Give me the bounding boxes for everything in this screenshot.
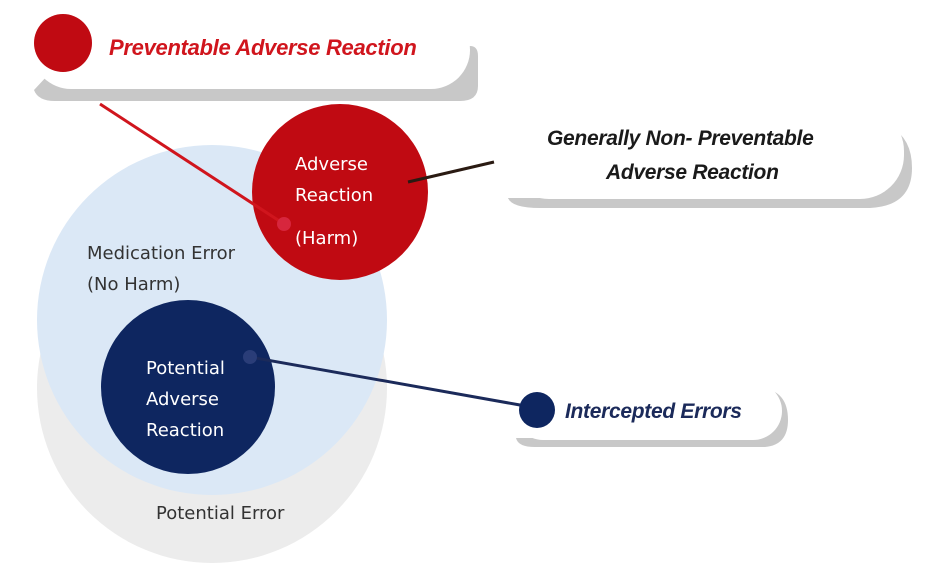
preventable-callout-label: Preventable Adverse Reaction xyxy=(109,35,417,60)
preventable-callout-pill xyxy=(32,11,470,89)
preventable-connector-dot xyxy=(277,217,291,231)
potential-adverse-label-line3: Reaction xyxy=(146,420,225,441)
intercepted-marker-icon xyxy=(519,392,555,428)
intercepted-connector-dot xyxy=(243,350,257,364)
adverse-reaction-label-line2: Reaction xyxy=(295,185,374,206)
adverse-reaction-label-line3: (Harm) xyxy=(295,228,359,249)
non-preventable-callout-label-line1: Generally Non- Preventable xyxy=(547,127,814,150)
potential-adverse-label-line1: Potential xyxy=(146,358,225,379)
intercepted-callout-pill xyxy=(514,382,782,440)
potential-adverse-label-line2: Adverse xyxy=(146,389,220,410)
adverse-reaction-label-line1: Adverse xyxy=(295,154,369,175)
non-preventable-connector-line xyxy=(407,160,495,184)
intercepted-connector-line xyxy=(249,355,521,407)
non-preventable-callout-label-line2: Adverse Reaction xyxy=(606,161,779,184)
potential-error-label: Potential Error xyxy=(156,503,285,524)
medication-error-label-line2: (No Harm) xyxy=(87,274,181,295)
potential-adverse-reaction-circle xyxy=(101,300,275,474)
non-preventable-callout-pill xyxy=(505,107,904,199)
adverse-reaction-circle xyxy=(252,104,428,280)
preventable-connector-line xyxy=(99,102,285,226)
preventable-marker-icon xyxy=(34,14,92,72)
intercepted-callout-label: Intercepted Errors xyxy=(565,400,742,423)
medication-error-label-line1: Medication Error xyxy=(87,243,236,264)
